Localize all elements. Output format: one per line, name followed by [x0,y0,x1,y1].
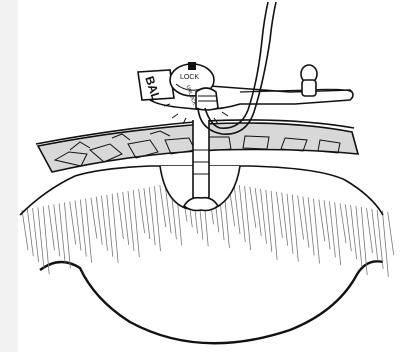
hatch-line [324,200,330,249]
hatch-line [107,195,113,257]
hatch-line [155,186,161,251]
hatch-line [70,201,76,244]
hatch-line [292,195,298,262]
hatch-line [33,208,39,262]
tube-stem [193,120,209,202]
hatch-line [64,202,70,268]
hatch-line [340,203,346,243]
hatch-line [102,196,108,251]
hatch-line [80,200,86,257]
hatch-line [117,193,123,239]
hatch-line [234,184,240,234]
hatch-line [160,185,166,227]
hatch-line [123,192,129,245]
hatch-line [139,189,145,233]
hatch-line [149,187,155,245]
hatch-line [112,194,118,263]
internal-bolster [184,198,218,211]
hatch-line [255,188,261,236]
hatch-line [271,191,277,260]
hatch-line [133,190,139,257]
hatch-line [388,212,394,255]
hatch-line [144,188,150,239]
hatch-line [128,191,134,251]
hatch-line [22,210,28,250]
hatch-line [43,206,49,274]
hatch-line [276,192,282,238]
balloon-port: BAL [138,70,174,102]
hatch-line [91,198,97,239]
lock-label: LOCK [180,74,199,81]
hatch-line [86,199,92,263]
hatch-line [303,197,309,248]
hatch-line [250,187,256,228]
hatch-line [345,204,351,251]
hatch-line [372,209,378,261]
stomach-wall-outline [40,261,383,343]
hatch-line [319,199,325,241]
port-cap [301,65,317,96]
hatch-line [49,205,55,250]
hatch-line [38,207,44,268]
hatch-line [367,208,373,253]
hatch-line [59,203,65,262]
hatch-line [298,196,304,240]
hatch-line [282,193,288,246]
hatch-line [54,204,60,256]
extension-connector [196,88,218,110]
